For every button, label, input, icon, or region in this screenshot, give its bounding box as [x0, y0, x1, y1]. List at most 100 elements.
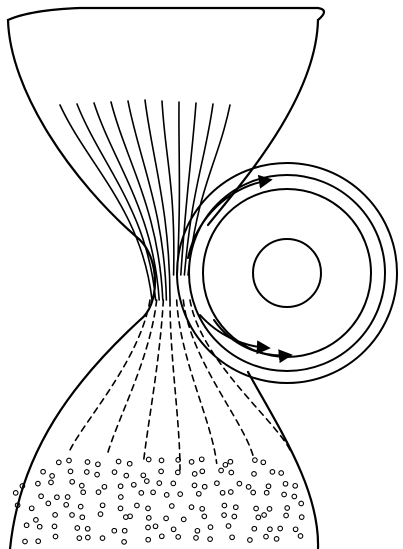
sand-grain [252, 472, 257, 477]
sand-grain [171, 527, 176, 532]
vortex [177, 163, 397, 383]
sand-grain [112, 528, 117, 533]
sand-grain [13, 491, 18, 496]
sand-grain [256, 515, 261, 520]
sand-grain [53, 513, 58, 518]
sand-grain [36, 481, 41, 486]
sand-grain [85, 527, 90, 532]
hourglass-left-wall [8, 20, 155, 549]
sand-grain [219, 468, 224, 473]
sand-grain [34, 518, 39, 523]
sand-grain [64, 503, 69, 508]
sand-grain [194, 536, 199, 541]
hourglass-right-lower-wall [248, 372, 318, 549]
sand-grain [229, 470, 234, 475]
sand-grain [127, 461, 132, 466]
sand-grain [102, 485, 107, 490]
vortex-outer-ring [177, 163, 397, 383]
sand-grain [46, 501, 51, 506]
sand-grain [215, 481, 220, 486]
sand-grain [274, 537, 279, 542]
sand-grain [50, 474, 55, 479]
vortex-arrow-upper [188, 180, 270, 258]
sand-grain [252, 526, 257, 531]
sand-grain [284, 513, 289, 518]
sand-grain [68, 469, 73, 474]
sand-grain [57, 460, 62, 465]
sand-grain [98, 512, 103, 517]
sand-grain [208, 525, 213, 530]
sand-grain [145, 479, 150, 484]
sand-grain [197, 492, 202, 497]
vortex-arrow-lower-left [200, 315, 268, 348]
sand-grain [100, 536, 105, 541]
sand-grain [70, 480, 75, 485]
sand-grain [192, 472, 197, 477]
lower-flow-line [107, 300, 157, 457]
sand-grain [292, 494, 297, 499]
sand-grain [293, 527, 298, 532]
sand-grain [141, 473, 146, 478]
sand-grain [264, 534, 269, 539]
sand-grain [118, 484, 123, 489]
sand-grain [178, 492, 183, 497]
sand-grain [200, 507, 205, 512]
sand-grain [132, 483, 137, 488]
sand-grain [37, 524, 42, 529]
sand-grain [124, 473, 129, 478]
lower-flow-line [170, 300, 180, 470]
sand-grain [176, 535, 181, 540]
sand-grain [246, 485, 251, 490]
sand-grain [151, 490, 156, 495]
sand-grain [122, 528, 127, 533]
sand-grain [266, 484, 271, 489]
sand-grain [70, 513, 75, 518]
sand-grain [29, 506, 34, 511]
sand-grain [195, 529, 200, 534]
sand-grain [170, 504, 175, 509]
sand-grain [192, 483, 197, 488]
sand-grain [147, 516, 152, 521]
sand-grain [78, 504, 83, 509]
hourglass-right-wall [208, 20, 318, 225]
hourglass-top-rim [8, 8, 324, 20]
sand-grain [23, 539, 28, 544]
sand-grain [24, 523, 29, 528]
sand-grain [200, 469, 205, 474]
sand-grain [267, 507, 272, 512]
sand-grain [36, 539, 41, 544]
sand-grain [262, 513, 267, 518]
sand-grain [164, 516, 169, 521]
sand-grain [298, 534, 303, 539]
sand-grain [85, 460, 90, 465]
sand-grain [118, 506, 123, 511]
upper-flow-line [184, 104, 213, 275]
sand-grain [261, 460, 266, 465]
sand-grain [248, 538, 253, 543]
sand-grain [122, 540, 127, 545]
sand-grain [202, 514, 207, 519]
sand-grain [53, 534, 58, 539]
sand-grain [100, 503, 105, 508]
sand-grain [285, 506, 290, 511]
sand-grain [282, 492, 287, 497]
vortex-ring-3 [203, 189, 371, 357]
sand-grain [164, 493, 169, 498]
sand-grain [96, 490, 101, 495]
sand-grain [80, 515, 85, 520]
sand-grain [116, 459, 121, 464]
sand-grains [13, 457, 304, 544]
sand-grain [223, 463, 228, 468]
sand-grain [270, 470, 275, 475]
sand-grain [189, 460, 194, 465]
sand-grain [222, 503, 227, 508]
sand-grain [299, 501, 304, 506]
sand-grain [228, 459, 233, 464]
sand-grain [146, 506, 151, 511]
upper-flow-line [145, 100, 170, 300]
sand-grain [208, 537, 213, 542]
sand-grain [153, 524, 158, 529]
sand-grain [171, 481, 176, 486]
lower-flow-line [190, 300, 290, 450]
